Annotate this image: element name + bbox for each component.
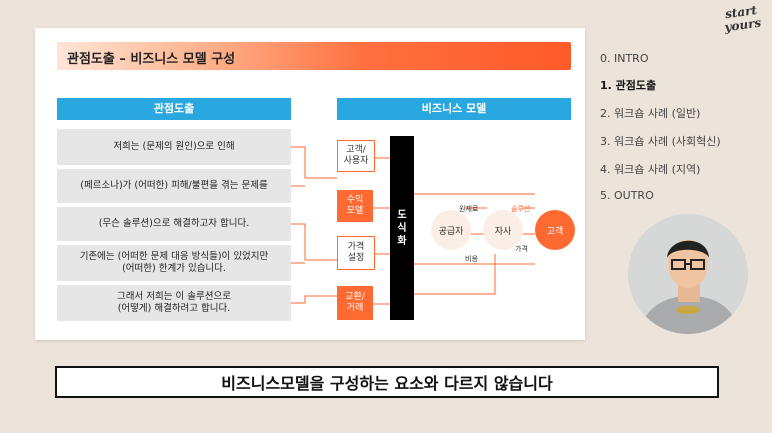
node-label: 공급자: [438, 226, 464, 237]
right-column-header: 비즈니스 모델: [337, 98, 571, 120]
element-text: 수익: [346, 195, 364, 205]
presenter-avatar: [628, 214, 748, 334]
perspective-row-1: 저희는 (문제의 원인)으로 인해: [57, 129, 291, 165]
connector-lines: [291, 146, 535, 305]
slide-title: 관점도출 – 비즈니스 모델 구성: [67, 52, 236, 67]
row-text: 그래서 저희는 이 솔루션으로: [117, 291, 231, 302]
element-text: 모델: [346, 206, 364, 216]
row-text: (어떠한) 한계가 있습니다.: [122, 263, 226, 274]
diagramming-bar: 도 식 화: [390, 136, 414, 320]
raw-material-label: 원재료: [459, 205, 479, 213]
solution-label: 솔루션: [511, 205, 531, 213]
menu-item-outro[interactable]: 5. OUTRO: [600, 189, 654, 202]
element-pricing: 가격 설정: [337, 236, 375, 270]
price-label: 가격: [515, 245, 528, 253]
bar-char: 도: [397, 209, 407, 221]
element-text: 고객/: [346, 145, 366, 155]
left-column-header: 관점도출: [57, 98, 291, 120]
slide-title-bar: 관점도출 – 비즈니스 모델 구성: [57, 42, 571, 70]
menu-item-workshop-general[interactable]: 2. 워크숍 사례 (일반): [600, 107, 701, 120]
menu-item-workshop-social[interactable]: 3. 워크숍 사례 (사회혁신): [600, 135, 721, 148]
element-customer-user: 고객/ 사용자: [337, 140, 375, 172]
perspective-row-4: 기존에는 (어떠한 문제 대응 방식들)이 있었지만 (어떠한) 한계가 있습니…: [57, 245, 291, 281]
supplier-node: 공급자: [431, 210, 471, 250]
element-exchange-trade: 교환/ 거래: [337, 286, 373, 320]
bar-char: 화: [397, 235, 407, 247]
customer-node: 고객: [535, 210, 575, 250]
element-text: 가격: [347, 242, 365, 252]
start-yours-logo: start yours: [718, 3, 767, 43]
menu-item-workshop-regional[interactable]: 4. 워크숍 사례 (지역): [600, 163, 701, 176]
perspective-row-2: (페르소나)가 (어떠한) 피해/불편을 겪는 문제를: [57, 169, 291, 203]
element-text: 거래: [346, 303, 364, 313]
presenter-video: [628, 214, 748, 334]
row-text: (무슨 솔루션)으로 해결하고자 합니다.: [98, 218, 250, 229]
node-label: 고객: [546, 226, 564, 237]
row-text: (어떻게) 해결하려고 합니다.: [117, 303, 231, 314]
subtitle-caption: 비즈니스모델을 구성하는 요소와 다르지 않습니다: [55, 366, 719, 398]
row-text: 기존에는 (어떠한 문제 대응 방식들)이 있었지만: [79, 251, 269, 262]
element-text: 사용자: [343, 156, 369, 166]
element-text: 설정: [347, 253, 365, 263]
menu-item-intro[interactable]: 0. INTRO: [600, 52, 649, 65]
presentation-slide: 관점도출 – 비즈니스 모델 구성 관점도출 비즈니스 모델 저희는 (문제의 …: [35, 28, 585, 340]
perspective-row-3: (무슨 솔루션)으로 해결하고자 합니다.: [57, 207, 291, 241]
cost-label: 비용: [465, 255, 478, 263]
menu-item-perspective[interactable]: 1. 관점도출: [600, 79, 657, 92]
company-node: 자사: [483, 210, 523, 250]
node-label: 자사: [494, 226, 512, 237]
bar-char: 식: [397, 222, 407, 234]
chapter-menu: 0. INTRO 1. 관점도출 2. 워크숍 사례 (일반) 3. 워크숍 사…: [600, 52, 721, 214]
element-text: 교환/: [345, 292, 365, 302]
perspective-row-5: 그래서 저희는 이 솔루션으로 (어떻게) 해결하려고 합니다.: [57, 285, 291, 321]
row-text: 저희는 (문제의 원인)으로 인해: [113, 141, 235, 152]
row-text: (페르소나)가 (어떠한) 피해/불편을 겪는 문제를: [80, 180, 268, 191]
element-revenue-model: 수익 모델: [337, 190, 373, 222]
